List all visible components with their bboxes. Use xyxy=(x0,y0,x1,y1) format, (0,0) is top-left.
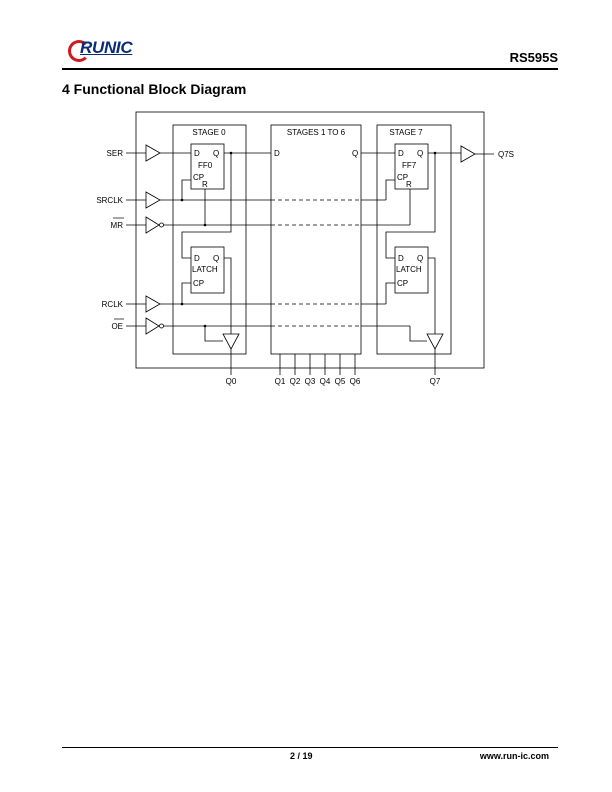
ff7-r: R xyxy=(406,180,412,189)
ser-buffer-icon xyxy=(145,144,161,162)
ff7-q: Q xyxy=(417,149,423,158)
label-q7: Q7 xyxy=(430,377,441,386)
label-rclk: RCLK xyxy=(102,300,124,309)
latch7-d: D xyxy=(398,254,404,263)
label-q1: Q1 xyxy=(275,377,286,386)
company-logo: RUNIC xyxy=(66,36,133,66)
latch7-box xyxy=(394,246,429,294)
label-stages16: STAGES 1 TO 6 xyxy=(287,128,346,137)
mid-q: Q xyxy=(352,149,358,158)
page-number: 2 / 19 xyxy=(290,751,313,761)
logo-text: RUNIC xyxy=(80,38,133,57)
rclk-buffer-icon xyxy=(145,295,161,313)
ff0-name: FF0 xyxy=(198,161,213,170)
label-q2: Q2 xyxy=(290,377,301,386)
part-number: RS595S xyxy=(509,50,558,65)
label-q5: Q5 xyxy=(335,377,346,386)
outer-frame xyxy=(135,111,485,369)
label-q6: Q6 xyxy=(350,377,361,386)
ff0-cp: CP xyxy=(193,173,204,182)
latch7-cp: CP xyxy=(397,279,408,288)
srclk-buffer-icon xyxy=(145,191,161,209)
header-rule xyxy=(62,68,558,70)
q0-buffer-icon xyxy=(222,333,240,350)
ff0-q: Q xyxy=(213,149,219,158)
mid-d: D xyxy=(274,149,280,158)
latch0-name: LATCH xyxy=(192,265,218,274)
label-srclk: SRCLK xyxy=(96,196,123,205)
website-link[interactable]: www.run-ic.com xyxy=(479,751,549,761)
stage7-block xyxy=(376,124,452,355)
latch0-q: Q xyxy=(213,254,219,263)
mr-inverter-icon xyxy=(145,216,160,234)
latch7-name: LATCH xyxy=(396,265,422,274)
label-mr: MR xyxy=(111,221,124,230)
stages16-block xyxy=(270,124,362,355)
ff0-box xyxy=(190,143,225,190)
q7s-buffer-icon xyxy=(460,145,476,163)
ff7-box xyxy=(394,143,429,190)
latch0-d: D xyxy=(194,254,200,263)
label-q3: Q3 xyxy=(305,377,316,386)
ff0-r: R xyxy=(202,180,208,189)
label-q0: Q0 xyxy=(226,377,237,386)
label-q4: Q4 xyxy=(320,377,331,386)
oe-inverter-icon xyxy=(145,317,160,335)
ff0-d: D xyxy=(194,149,200,158)
ff7-d: D xyxy=(398,149,404,158)
ff7-name: FF7 xyxy=(402,161,417,170)
label-stage7: STAGE 7 xyxy=(389,128,423,137)
latch0-cp: CP xyxy=(193,279,204,288)
logo-ring-icon xyxy=(68,40,90,62)
latch7-q: Q xyxy=(417,254,423,263)
label-stage0: STAGE 0 xyxy=(192,128,226,137)
stage0-block xyxy=(172,124,247,355)
label-oe: OE xyxy=(111,322,123,331)
q7-buffer-icon xyxy=(426,333,444,350)
label-q7s: Q7S xyxy=(498,150,514,159)
ff7-cp: CP xyxy=(397,173,408,182)
footer-rule xyxy=(62,747,558,748)
section-title: 4 Functional Block Diagram xyxy=(62,81,247,97)
label-ser: SER xyxy=(107,149,124,158)
latch0-box xyxy=(190,246,225,294)
